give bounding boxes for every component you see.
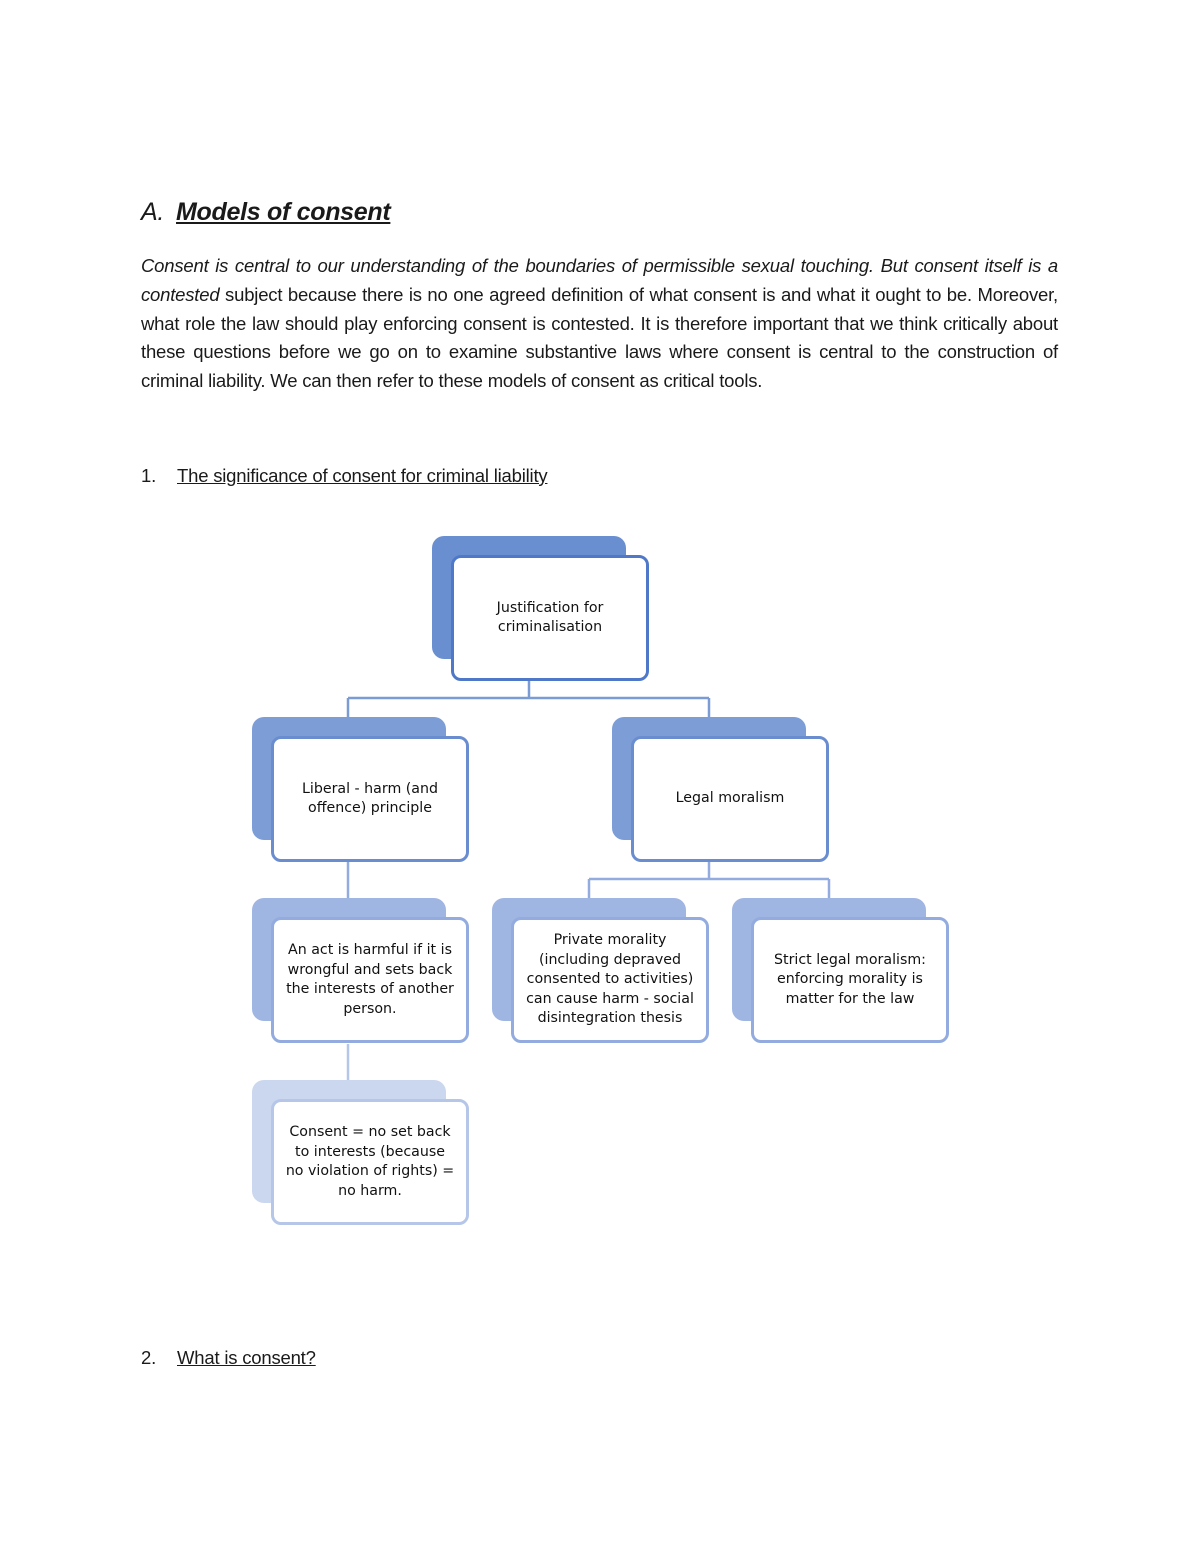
node-private-morality-label: Private morality (including depraved con… <box>511 917 709 1043</box>
node-liberal-label: Liberal - harm (and offence) principle <box>271 736 469 862</box>
intro-italic-text: Consent is central to our understanding … <box>141 255 1058 305</box>
subheading-1-number: 1. <box>141 465 157 486</box>
node-strict-moralism-label: Strict legal moralism: enforcing moralit… <box>751 917 949 1043</box>
node-harm-definition-label: An act is harmful if it is wrongful and … <box>271 917 469 1043</box>
section-heading: A. Models of consent <box>141 198 391 227</box>
node-moralism-label: Legal moralism <box>631 736 829 862</box>
subheading-2-title: What is consent? <box>177 1347 316 1368</box>
subheading-2-number: 2. <box>141 1347 157 1368</box>
subheading-2: 2. What is consent? <box>141 1347 316 1369</box>
intro-body-text: subject because there is no one agreed d… <box>141 283 1058 392</box>
node-justification-label: Justification for criminalisation <box>451 555 649 681</box>
subheading-1: 1. The significance of consent for crimin… <box>141 465 548 487</box>
section-title: Models of consent <box>176 198 391 226</box>
subheading-1-title: The significance of consent for criminal… <box>177 465 548 486</box>
intro-paragraph: Consent is central to our understanding … <box>141 252 1058 396</box>
section-letter: A. <box>141 198 165 226</box>
node-consent-label: Consent = no set back to interests (beca… <box>271 1099 469 1225</box>
